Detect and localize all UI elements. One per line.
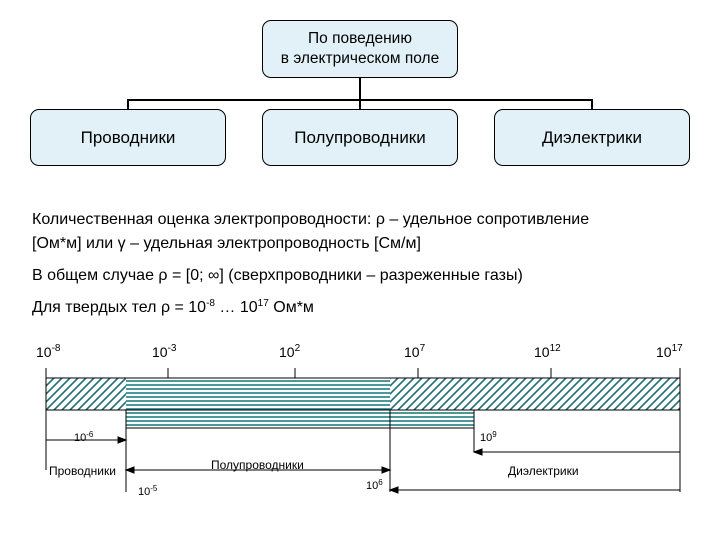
text-solids-range: Для твердых тел ρ = 10-8 … 1017 Ом*м: [32, 295, 314, 321]
text-general-case: В общем случае ρ = [0; ∞] (сверхпроводни…: [32, 267, 523, 284]
tree-branch-middle: [359, 99, 361, 109]
solids-exp-1: -8: [206, 298, 215, 309]
dielectrics-label: Диэлектрики: [542, 127, 642, 147]
region-label-dielectrics: Диэлектрики: [508, 464, 579, 478]
tick-label-5: 1012: [534, 343, 561, 361]
conductor-zone-bar: [46, 378, 126, 410]
bound-label-semi-upper: 106: [366, 478, 383, 493]
tree-root-stem: [359, 78, 361, 100]
tree-branch-right: [591, 99, 593, 109]
tick-label-2: 10-3: [152, 343, 177, 361]
bound-label-cond-upper: 10-6: [74, 430, 94, 445]
tick-label-4: 107: [404, 343, 426, 361]
region-label-conductors: Проводники: [49, 464, 116, 478]
dielectrics-box: Диэлектрики: [494, 109, 690, 166]
text-conductivity-line-2: [Ом*м] или γ – удельная электропроводнос…: [32, 235, 421, 252]
tick-label-6: 1017: [656, 343, 683, 361]
bound-label-diel-lower: 109: [480, 430, 497, 445]
region-label-semiconductors: Полупроводники: [211, 458, 304, 472]
bound-label-semi-lower: 10-5: [138, 484, 158, 499]
dielectric-zone-bar: [390, 378, 680, 410]
text-conductivity-line-1: Количественная оценка электропроводности…: [32, 211, 590, 228]
semiconductor-zone-bar: [126, 378, 390, 410]
tick-label-1: 10-8: [36, 343, 61, 361]
solids-suffix: Ом*м: [268, 299, 314, 316]
solids-prefix: Для твердых тел ρ = 10: [32, 299, 207, 316]
conductors-box: Проводники: [30, 109, 226, 166]
solids-mid: … 10: [214, 299, 258, 316]
root-line-2: в электрическом поле: [280, 50, 440, 67]
root-box: По поведению в электрическом поле: [262, 20, 458, 78]
tick-label-3: 102: [279, 343, 301, 361]
semiconductor-extended-strip: [125, 409, 475, 429]
conductors-label: Проводники: [80, 127, 176, 147]
semiconductors-box: Полупроводники: [262, 109, 458, 166]
semiconductors-label: Полупроводники: [294, 127, 426, 147]
root-line-1: По поведению: [308, 30, 412, 47]
scale-ticks: [45, 368, 681, 378]
tree-branch-left: [127, 99, 129, 109]
solids-exp-2: 17: [257, 298, 269, 309]
